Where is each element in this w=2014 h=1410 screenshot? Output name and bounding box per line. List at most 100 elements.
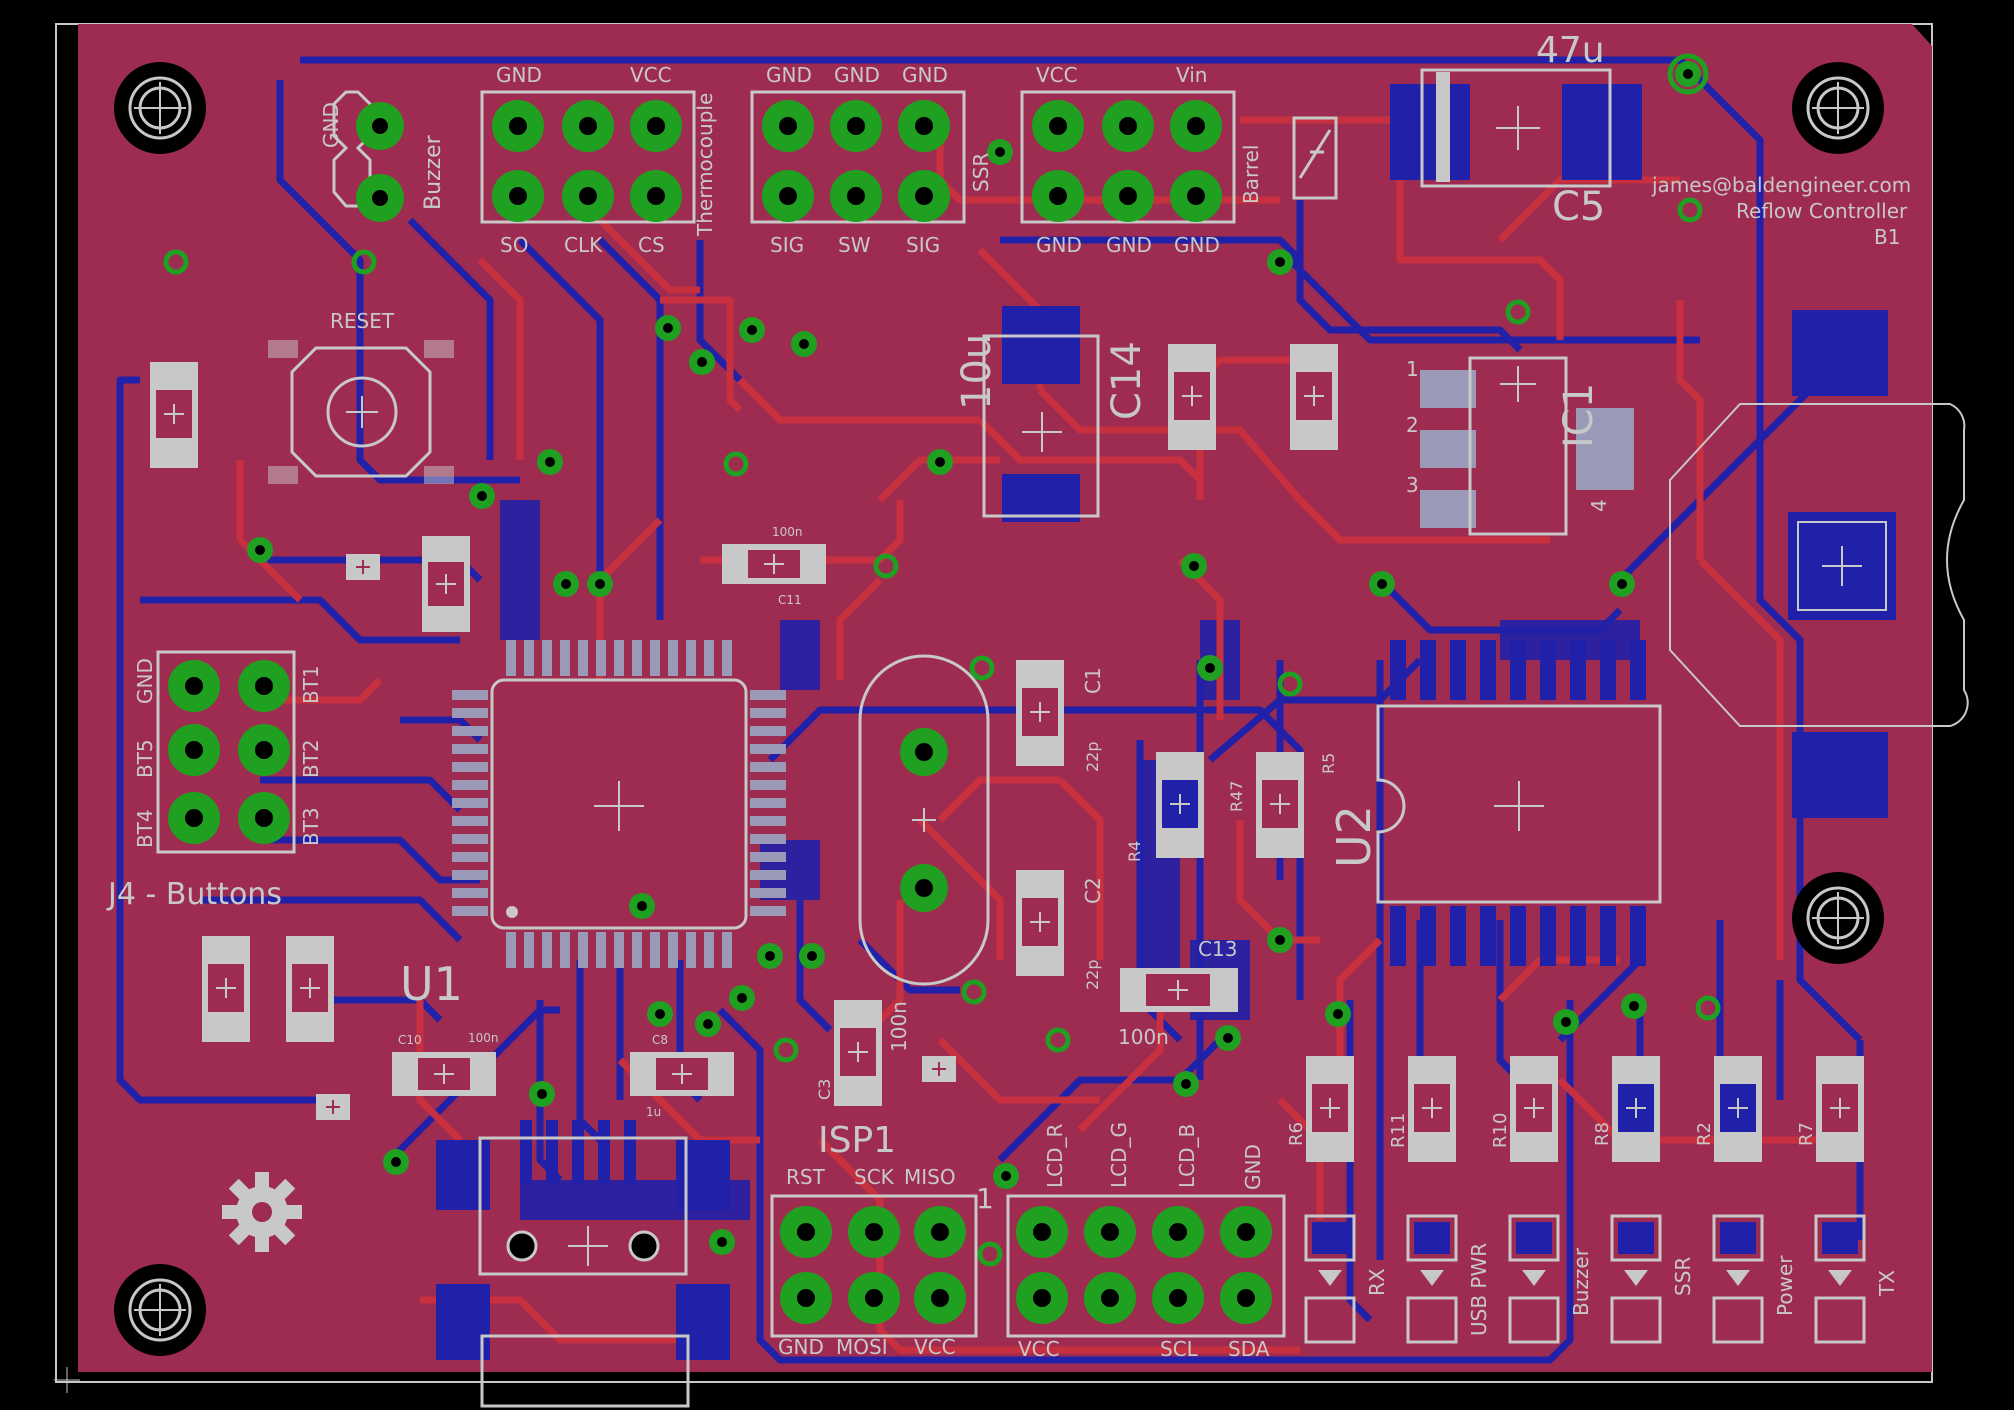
r5-part [1256,752,1304,858]
label-lcd-r: LCD_R [1043,1123,1067,1188]
label-10u: 10u [954,334,1000,410]
label-isp-pin1: 1 [976,1182,994,1215]
crystal-center [912,808,936,832]
c14-capacitor [982,306,1100,522]
label-pin1: 1 [1406,357,1419,381]
label-pin4: 4 [1587,499,1611,512]
r2-part [1714,1056,1762,1162]
label-ssr-sw: SW [838,233,871,257]
c5-capacitor [1390,68,1642,188]
label-email: james@baldengineer.com [1651,173,1911,197]
label-r10: R10 [1490,1113,1511,1148]
label-u1: U1 [400,957,463,1011]
label-b1: B1 [1874,225,1900,249]
isp-outline [770,1194,978,1338]
label-ssr-gnd2: GND [834,63,880,87]
label-pwr-gnd2: GND [1106,233,1152,257]
j4-drills [185,677,273,827]
mount-hole-bl [114,1264,206,1356]
r7-part [1816,1056,1864,1162]
label-bt3: BT3 [299,807,323,846]
label-pwr-vcc: VCC [1036,63,1078,87]
label-led-power: Power [1773,1255,1797,1316]
label-47u: 47u [1536,30,1605,71]
label-therm-clk: CLK [564,233,603,257]
label-isp-vcc: VCC [914,1335,956,1359]
buzzer-drills [372,118,388,206]
label-ssr-gnd1: GND [766,63,812,87]
label-pwr-vin: Vin [1176,63,1207,87]
label-c13-val: 100n [1118,1025,1169,1049]
label-ssr-sig1: SIG [770,233,804,257]
label-c14: C14 [1104,341,1150,420]
crystal-outline [858,654,990,986]
label-c11-val: 100n [772,525,803,539]
label-led-buzzer: Buzzer [1569,1247,1593,1316]
label-c1: C1 [1081,667,1105,694]
label-c8: C8 [652,1033,668,1047]
label-pwr-gnd3: GND [1174,233,1220,257]
label-r47: R47 [1227,781,1246,812]
ssr-outline [750,90,966,224]
label-isp-miso: MISO [904,1165,956,1189]
label-pin3: 3 [1406,473,1419,497]
u2-chip [1376,640,1662,966]
label-r2: R2 [1694,1122,1715,1146]
label-ssr-sig2: SIG [906,233,940,257]
ic1-regulator [1420,356,1634,536]
r6-part [1306,1056,1354,1162]
smd-passives [150,344,1864,1162]
label-therm-cs: CS [638,233,665,257]
r10-part [1510,1056,1558,1162]
isp-drills [797,1223,949,1307]
label-led-ssr: SSR [1671,1257,1695,1296]
label-ic1: IC1 [1556,383,1602,448]
r8-part [1612,1056,1660,1162]
label-r4: R4 [1125,841,1144,862]
c11-part [722,544,826,584]
label-u2: U2 [1327,805,1381,868]
label-isp-mosi: MOSI [836,1335,888,1359]
label-pin2: 2 [1406,413,1419,437]
label-therm-gnd: GND [496,63,542,87]
u1-chip [452,640,786,968]
mounting-holes [114,62,1884,1356]
label-lcd-g: LCD_G [1107,1122,1131,1188]
mount-hole-tl [114,62,206,154]
headers [156,90,1286,1338]
origin-marker [54,1367,80,1393]
j4-outline [156,650,296,854]
mount-hole-br [1792,872,1884,964]
label-gnd-buzz: GND [319,102,343,148]
label-bt1: BT1 [299,665,323,704]
c2-part [1016,870,1064,976]
lcd-outline [1006,1194,1286,1338]
label-led-tx: TX [1875,1270,1899,1297]
label-c5: C5 [1552,184,1605,230]
label-j4-gnd: GND [133,658,157,704]
test-points [163,53,1721,1267]
label-ssr: SSR [969,153,993,192]
b1-battery-holder [1669,310,1969,818]
label-therm-vcc: VCC [630,63,672,87]
label-c3: C3 [815,1079,834,1100]
label-lcd-gnd: GND [1241,1144,1265,1190]
label-lcd-scl: SCL [1160,1337,1199,1361]
label-c2: C2 [1081,877,1105,904]
label-r11: R11 [1388,1113,1409,1148]
label-led-usb: USB PWR [1467,1243,1491,1336]
c-left-1 [202,936,250,1042]
label-r8: R8 [1592,1122,1613,1146]
leds [1304,1214,1866,1344]
r4-part [1156,752,1204,858]
reset-switch [268,340,454,484]
label-lcd-sda: SDA [1228,1337,1270,1361]
label-isp1: ISP1 [818,1120,896,1161]
c8-part [630,1052,734,1096]
label-r7: R7 [1796,1122,1817,1146]
label-j4-buttons: J4 - Buttons [106,877,282,912]
c-pwr2 [1290,344,1338,450]
label-bt4: BT4 [133,809,157,848]
mount-hole-tr [1792,62,1884,154]
